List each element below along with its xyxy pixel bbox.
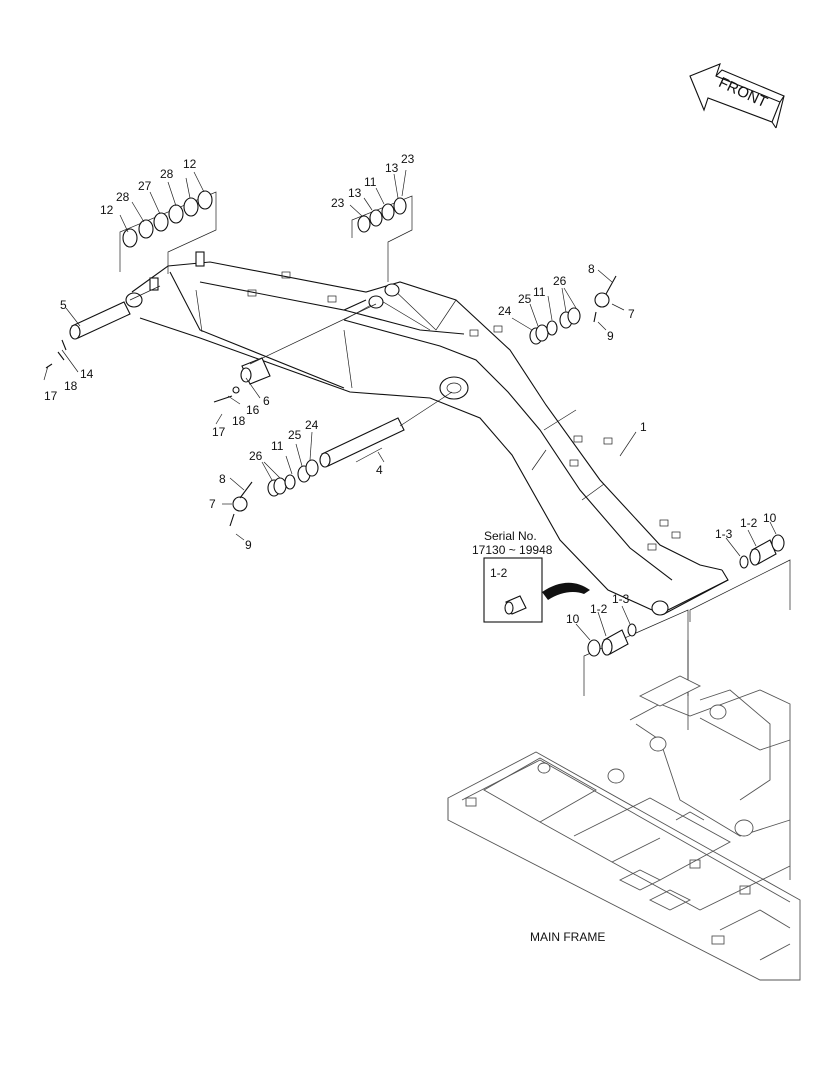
callout-11-right: 11 xyxy=(533,285,546,299)
callout-7-right: 7 xyxy=(628,307,635,321)
washer-group-left xyxy=(222,431,319,541)
bushing-group-right xyxy=(689,521,791,622)
callout-26-left: 26 xyxy=(249,449,263,463)
serial-no-label: Serial No. xyxy=(484,529,537,543)
callout-18-b: 18 xyxy=(232,414,246,428)
washer-group-right xyxy=(511,269,625,345)
callout-11-top: 11 xyxy=(364,175,377,189)
main-frame-label: MAIN FRAME xyxy=(530,930,605,944)
callout-25-left: 25 xyxy=(288,428,302,442)
callout-1: 1 xyxy=(640,420,647,434)
callout-4: 4 xyxy=(376,463,383,477)
callout-28-b: 28 xyxy=(160,167,174,181)
bushing-group-left xyxy=(575,605,689,696)
callout-1-3-top: 1-3 xyxy=(715,527,733,541)
callout-12-b: 12 xyxy=(183,157,197,171)
callout-11-left: 11 xyxy=(271,439,284,453)
callout-9-right: 9 xyxy=(607,329,614,343)
callout-23-b: 23 xyxy=(401,152,415,166)
callout-28-a: 28 xyxy=(116,190,130,204)
boom xyxy=(125,251,729,616)
pin-6-group xyxy=(213,357,271,425)
callout-1-3-bot: 1-3 xyxy=(612,592,630,606)
washer-group-top-left xyxy=(119,171,217,274)
callout-6: 6 xyxy=(263,394,270,408)
callout-24-right: 24 xyxy=(498,304,512,318)
callout-labels: 1 1-2 1-3 10 1-2 1-3 10 4 5 6 7 7 8 8 9 … xyxy=(44,152,777,626)
pin-5 xyxy=(43,301,131,381)
callout-24-left: 24 xyxy=(305,418,319,432)
callout-8-left: 8 xyxy=(219,472,226,486)
callout-13-a: 13 xyxy=(348,186,362,200)
main-frame: MAIN FRAME xyxy=(447,675,801,981)
callout-14: 14 xyxy=(80,367,94,381)
callout-17-a: 17 xyxy=(44,389,58,403)
callout-12-a: 12 xyxy=(100,203,114,217)
callout-16: 16 xyxy=(246,403,260,417)
pin-4 xyxy=(319,417,405,468)
callout-5: 5 xyxy=(60,298,67,312)
callout-25-right: 25 xyxy=(518,292,532,306)
serial-note: Serial No. 17130 ~ 19948 1-2 xyxy=(472,529,590,623)
callout-23-a: 23 xyxy=(331,196,345,210)
callout-10-top: 10 xyxy=(763,511,777,525)
callout-18-a: 18 xyxy=(64,379,78,393)
callout-1-2-top: 1-2 xyxy=(740,516,758,530)
callout-9-left: 9 xyxy=(245,538,252,552)
callout-27: 27 xyxy=(138,179,152,193)
serial-range-label: 17130 ~ 19948 xyxy=(472,543,553,557)
callout-26-right: 26 xyxy=(553,274,567,288)
front-arrow: FRONT xyxy=(689,63,785,129)
washer-group-top-middle xyxy=(349,169,413,282)
callout-17-b: 17 xyxy=(212,425,226,439)
callout-13-b: 13 xyxy=(385,161,399,175)
callout-7-left: 7 xyxy=(209,497,216,511)
reference-lines xyxy=(129,285,453,427)
callout-8-right: 8 xyxy=(588,262,595,276)
serial-part-label: 1-2 xyxy=(490,566,508,580)
callout-10-bot: 10 xyxy=(566,612,580,626)
callout-1-2-bot: 1-2 xyxy=(590,602,608,616)
